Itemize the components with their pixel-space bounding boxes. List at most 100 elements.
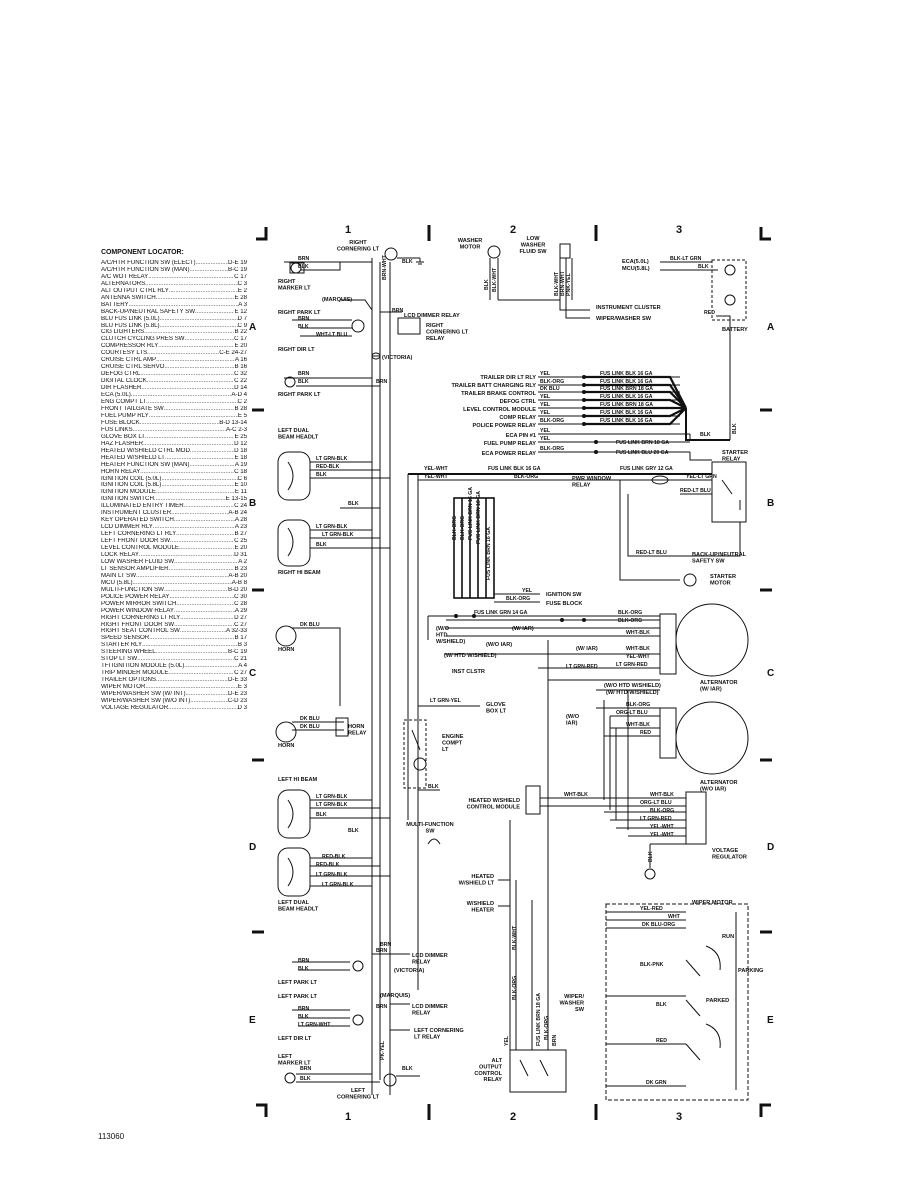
component-label: (VICTORIA): [394, 968, 424, 974]
wire-color-label: LT GRN-BLK: [316, 524, 348, 530]
locator-component: LCD DIMMER RLY: [101, 524, 153, 531]
locator-row: POWER WINDOW RELAYA 29: [101, 608, 247, 615]
grid-row-c-right: C: [767, 668, 774, 679]
locator-row: A/C WOT RELAYC 17: [101, 274, 247, 281]
column-dividers: [427, 225, 598, 1120]
locator-grid-ref: A 32-33: [226, 628, 247, 635]
corner-mark-br: [759, 1103, 771, 1117]
component-label: ECA(5.0L): [622, 259, 649, 265]
wire-color-label: BRN: [300, 1066, 311, 1072]
fus-link-feed: [685, 408, 730, 441]
wire-color-label: BLK: [316, 472, 327, 478]
locator-component: WIPER/WASHER SW (W/ INT): [101, 691, 186, 698]
wire-color-label: BLK: [656, 1002, 667, 1008]
wire-color-label: FUS LINK BLK 16 GA: [600, 394, 653, 400]
wire-color-label: BLK: [402, 259, 413, 265]
wire-color-label: YEL: [540, 402, 551, 408]
voltage-regulator: [427, 785, 707, 907]
locator-component: LT SENSOR AMPLIFIER: [101, 565, 169, 572]
wire-color-label: BLK-ORG: [514, 474, 538, 480]
locator-component: ECA (5.0L): [101, 392, 131, 399]
locator-component: HEATER FUNCTION SW (MAN): [101, 461, 190, 468]
locator-grid-ref: D-E 19: [228, 259, 247, 266]
component-label: IGNITION SW: [546, 592, 582, 598]
corner-mark-tr: [759, 227, 771, 241]
locator-grid-ref: E 10: [234, 482, 247, 489]
locator-row: LOCK RELAY D 31: [101, 552, 247, 559]
locator-component: CRUISE CTRL SERVO: [101, 364, 165, 371]
starter-relay-box: [711, 461, 747, 523]
component-label: RIGHT PARK LT: [278, 310, 321, 316]
wire-color-label: BLK: [298, 379, 309, 385]
component-label: FUEL PUMP RELAY: [484, 441, 536, 447]
wire-color-label: FUS LINK BLK 16 GA: [600, 410, 653, 416]
locator-component: BACK-UP/NEUTRAL SAFETY SW: [101, 308, 195, 315]
locator-row: DIGITAL CLOCKC 22: [101, 378, 247, 385]
locator-row: HAZ FLASHERD 12: [101, 441, 247, 448]
wire-color-label: YEL: [540, 436, 551, 442]
locator-component: LOCK RELAY: [101, 551, 139, 558]
low-washer-fluid-sw: [559, 243, 571, 259]
left-cornering-lt-bulb: [383, 1073, 397, 1087]
right-marker-lt-housing: [289, 262, 305, 274]
wire-color-label: RED-LT BLU: [680, 488, 711, 494]
wire-color-label: FUS LINK BLU 20 GA: [616, 450, 669, 456]
component-label: (W/ HTD W/SHIELD): [606, 690, 659, 696]
alt-lower-wires: [444, 653, 660, 681]
wire-color-label-vertical: FUS LINK BRN 16 GA: [468, 487, 474, 540]
wire-color-label: RED-BLK: [316, 464, 340, 470]
locator-grid-ref: D 7: [237, 315, 247, 322]
component-label: TRAILER DIR LT RLY: [480, 375, 536, 381]
locator-component: DEFOG CTRL: [101, 371, 141, 378]
wire-color-label: LT GRN-RED: [640, 816, 672, 822]
locator-component: MAIN LT SW: [101, 572, 137, 579]
wire-color-label-vertical: BLK-ORG: [512, 976, 518, 1000]
wire-color-label: RED: [656, 1038, 667, 1044]
wire-color-label: DK BLU: [300, 724, 320, 730]
alt-to-reg: [603, 690, 629, 830]
wire-color-label: WHT-BLK: [564, 792, 588, 798]
locator-component: FUEL PUMP RLY: [101, 412, 149, 419]
locator-row: BLU FUS LINK (5.0L)D 7: [101, 316, 247, 323]
component-label: DEFOG CTRL: [500, 399, 537, 405]
locator-grid-ref: D 31: [234, 551, 247, 558]
wire-color-label: BLK-ORG: [650, 808, 674, 814]
locator-component: DIR FLASHER: [101, 385, 142, 392]
locator-row: FRONT TAILGATE SWB 28: [101, 406, 247, 413]
locator-component: BLU FUS LINK (5.8L): [101, 322, 160, 329]
left-marker-lt-wires: [296, 1073, 380, 1083]
washer-components: [487, 243, 590, 319]
locator-component: FUSE BLOCK: [101, 419, 140, 426]
headlt-lens: [287, 461, 294, 491]
wire-color-label: DK BLU-ORG: [642, 922, 675, 928]
alternator-w-iar-plug: [659, 613, 677, 675]
locator-row: LOW WASHER FLUID SWA 2: [101, 559, 247, 566]
right-park-lt-bulb-2: [284, 376, 296, 388]
locator-row: BATTERYA 3: [101, 302, 247, 309]
wire-color-label: BRN: [376, 379, 387, 385]
wire-color-label: BRN: [392, 308, 403, 314]
wire-right-park-lt: [284, 377, 380, 387]
locator-row: POWER MIRROR SWITCHC 28: [101, 601, 247, 608]
multi-function-sw-symbol: [427, 838, 441, 845]
locator-component: ILLUMINATED ENTRY TIMER: [101, 503, 184, 510]
locator-grid-ref: E 18: [234, 454, 247, 461]
row-dividers: [252, 408, 772, 934]
locator-grid-ref: E 2: [237, 287, 247, 294]
wire-color-label-vertical: FUS LINK BRN 16 GA: [486, 527, 492, 580]
hi-beam-lens: [287, 527, 294, 557]
wire-color-label: BLK: [316, 542, 327, 548]
hi-beam-wires: [310, 529, 390, 549]
wire-color-label: BLK-ORG: [618, 610, 642, 616]
wire-color-label: BLK: [402, 1066, 413, 1072]
component-label: WIPER MOTOR: [692, 900, 733, 906]
locator-grid-ref: B 16: [234, 364, 247, 371]
engine-compt-lt-bulb: [413, 757, 427, 771]
